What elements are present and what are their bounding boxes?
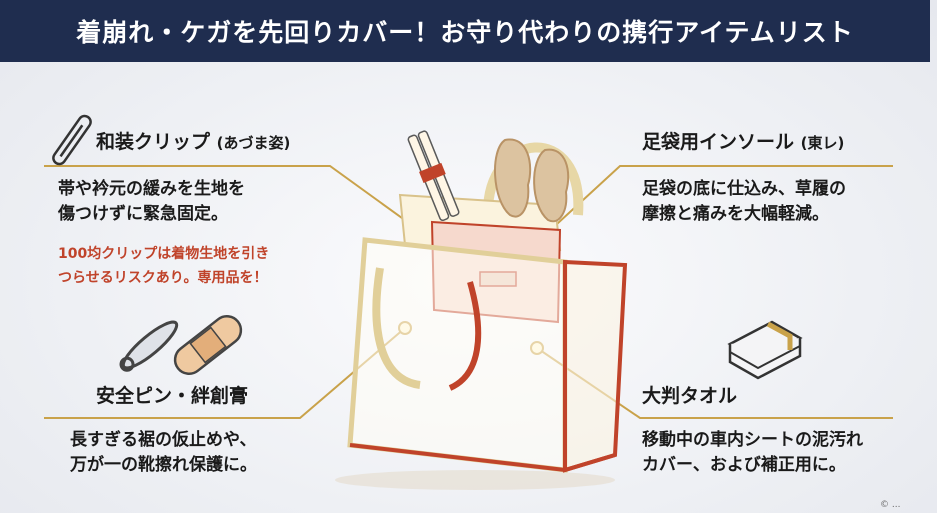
clip-title-sub: (あづま姿) — [216, 134, 291, 152]
towel-title: 大判タオル — [642, 381, 737, 408]
pins-desc-line2: 万が一の靴擦れ保護に。 — [70, 455, 257, 475]
towel-desc-line1: 移動中の車内シートの泥汚れ — [642, 430, 863, 450]
clip-icon — [52, 114, 92, 166]
insole-title-sub: (東レ) — [800, 134, 845, 152]
clip-warning-line1: 100均クリップは着物生地を引き — [58, 246, 270, 262]
pins-title-main: 安全ピン・絆創膏 — [96, 385, 249, 407]
towel-icon — [727, 320, 803, 380]
page-title: 着崩れ・ケガを先回りカバー！お守り代わりの携行アイテムリスト — [76, 18, 854, 47]
towel-title-main: 大判タオル — [642, 385, 738, 407]
towel-description: 移動中の車内シートの泥汚れ カバー、および補正用に。 — [642, 428, 863, 478]
pins-title: 安全ピン・絆創膏 — [96, 381, 248, 408]
pins-desc-line1: 長すぎる裾の仮止めや、 — [70, 430, 257, 450]
towel-desc-line2: カバー、および補正用に。 — [642, 455, 846, 475]
tote-bag-illustration — [335, 130, 628, 490]
insole-title-main: 足袋用インソール — [642, 131, 795, 153]
clip-description: 帯や衿元の緩みを生地を 傷つけずに緊急固定。 — [58, 177, 245, 227]
clip-warning-line2: つらせるリスクあり。専用品を！ — [58, 270, 268, 286]
bandage-icon — [173, 314, 243, 376]
pins-description: 長すぎる裾の仮止めや、 万が一の靴擦れ保護に。 — [70, 428, 257, 478]
credit-text: © ... — [880, 500, 901, 510]
header-banner: 着崩れ・ケガを先回りカバー！お守り代わりの携行アイテムリスト — [0, 0, 930, 62]
safety-pin-icon — [119, 320, 179, 372]
insole-desc-line1: 足袋の底に仕込み、草履の — [642, 179, 846, 199]
clip-warning: 100均クリップは着物生地を引き つらせるリスクあり。専用品を！ — [58, 242, 269, 290]
clip-title: 和装クリップ (あづま姿) — [96, 127, 290, 154]
clip-title-main: 和装クリップ — [96, 131, 211, 153]
clip-desc-line2: 傷つけずに緊急固定。 — [58, 204, 228, 224]
insole-desc-line2: 摩擦と痛みを大幅軽減。 — [642, 204, 829, 224]
insole-description: 足袋の底に仕込み、草履の 摩擦と痛みを大幅軽減。 — [642, 177, 846, 227]
insole-title: 足袋用インソール (東レ) — [642, 127, 844, 154]
clip-desc-line1: 帯や衿元の緩みを生地を — [58, 179, 245, 199]
